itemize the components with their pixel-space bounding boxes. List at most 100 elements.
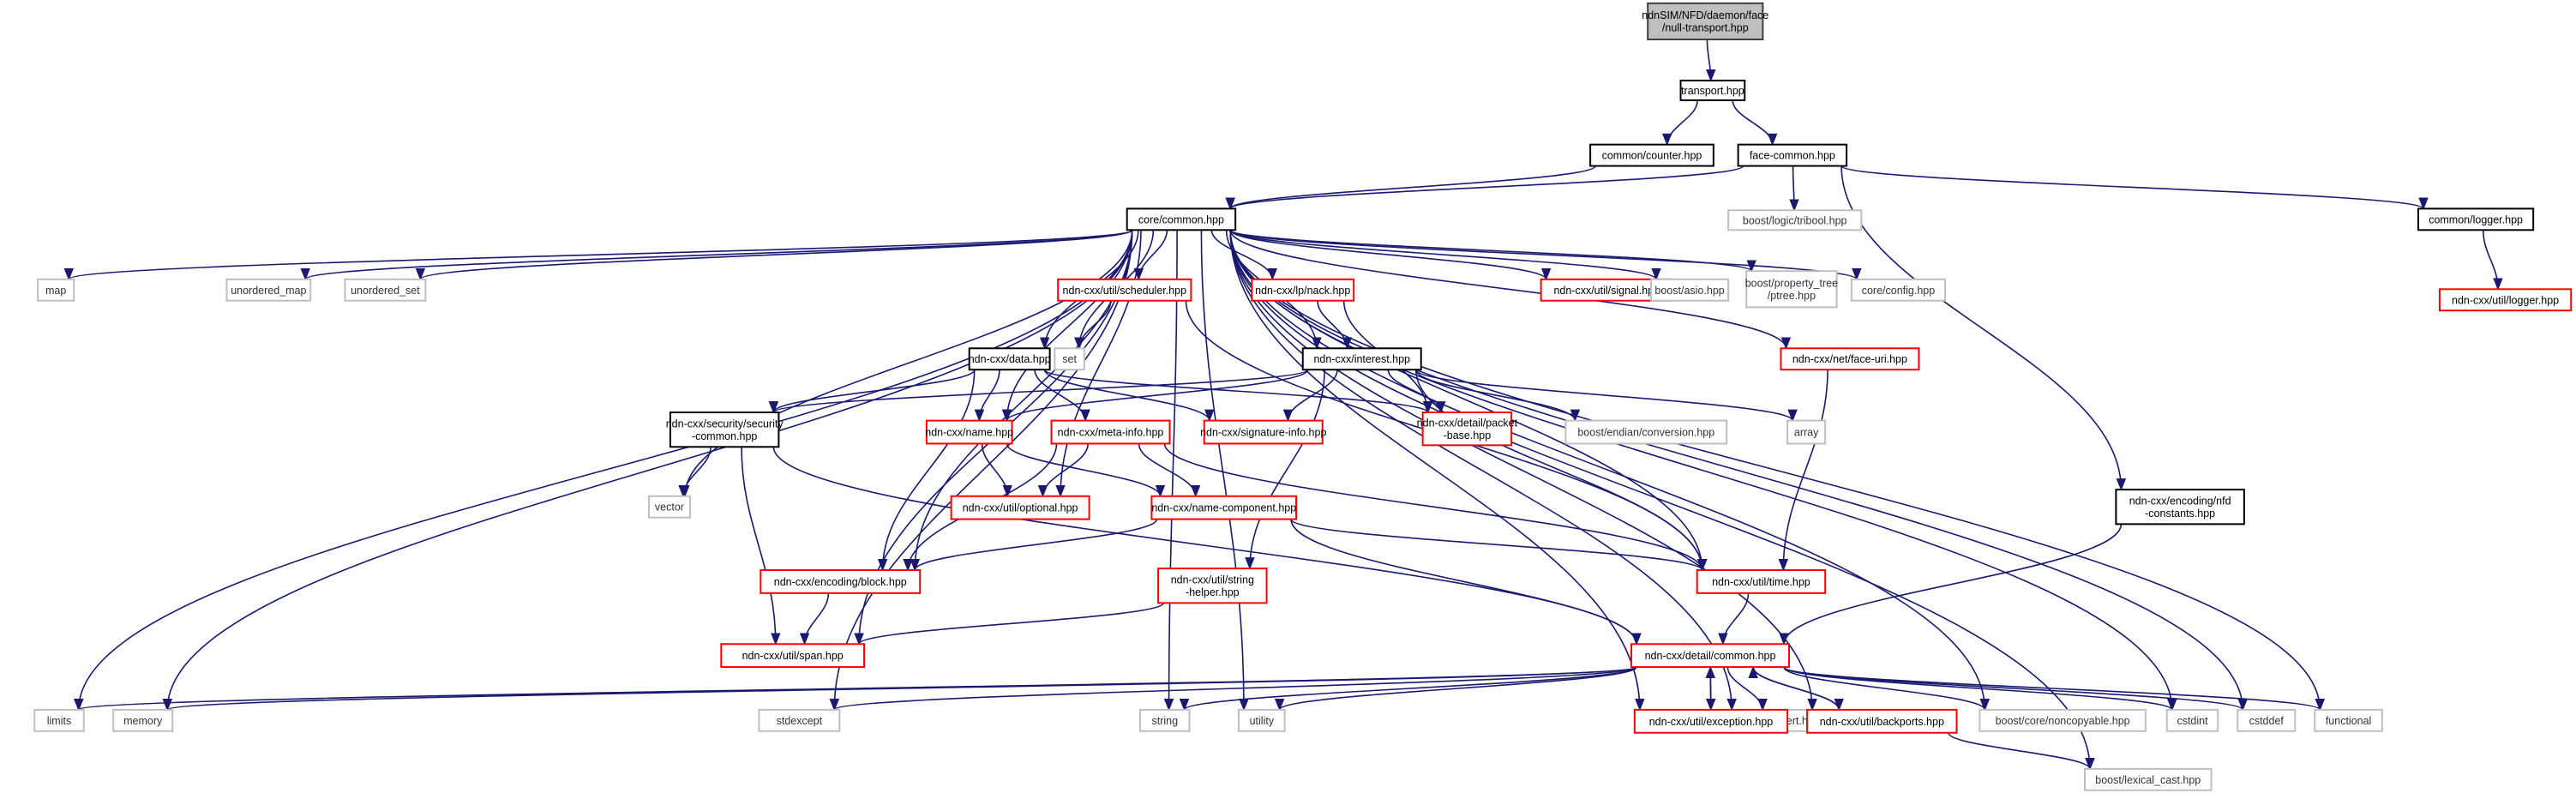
node-box: [33, 708, 85, 732]
node-box: [1139, 708, 1191, 732]
edge-transport-to-counter: [1661, 99, 1698, 147]
node-box: [2237, 708, 2297, 732]
node-array: array: [1786, 419, 1827, 445]
edge-detailcommon-to-utility: [1275, 666, 1637, 712]
node-box: [1564, 419, 1728, 445]
node-box: [1054, 347, 1085, 371]
edge-namecomp-to-block: [910, 519, 1158, 572]
edge-namecomp-to-detailcommon: [1290, 519, 1642, 646]
edge-transport-to-facecommon: [1732, 99, 1778, 147]
node-label: ndn-cxx/lp/nack.hpp: [1255, 285, 1350, 297]
edge-interest-to-endian: [1414, 369, 1581, 423]
edge-metainfo-to-namecomp: [1138, 443, 1201, 498]
node-span[interactable]: ndn-cxx/util/span.hpp: [720, 643, 866, 669]
node-nfdconst[interactable]: ndn-cxx/encoding/nfd-constants.hpp: [2115, 489, 2245, 526]
node-box: [758, 708, 841, 732]
node-box: [2314, 708, 2383, 732]
node-box: [1203, 419, 1324, 445]
node-counter[interactable]: common/counter.hpp: [1589, 143, 1714, 167]
node-siginfo[interactable]: ndn-cxx/signature-info.hpp: [1200, 419, 1326, 445]
node-label: ndn-cxx/security/security: [666, 418, 784, 430]
edge-seccommon-to-span: [741, 447, 781, 646]
node-box: [1633, 708, 1789, 734]
node-label: boost/property_tree: [1745, 278, 1838, 290]
node-label: ndn-cxx/util/exception.hpp: [1649, 716, 1774, 728]
node-backports[interactable]: ndn-cxx/util/backports.hpp: [1806, 708, 1958, 734]
node-scheduler[interactable]: ndn-cxx/util/scheduler.hpp: [1057, 278, 1192, 302]
node-label: vector: [655, 502, 684, 514]
edge-data-to-packetbase: [1043, 369, 1433, 414]
node-seccommon[interactable]: ndn-cxx/security/security-common.hpp: [666, 412, 784, 448]
node-label: /null-transport.hpp: [1662, 22, 1749, 34]
node-box: [1850, 278, 1947, 302]
edge-corecommon-to-exception: [1229, 230, 1645, 712]
edge-detailcommon-to-cstddef: [1783, 666, 2248, 712]
node-label: ndn-cxx/data.hpp: [969, 353, 1051, 365]
node-label: ndn-cxx/interest.hpp: [1313, 353, 1410, 365]
node-facecommon[interactable]: face-common.hpp: [1737, 143, 1848, 167]
node-cstddef: cstddef: [2237, 708, 2297, 732]
node-namecomp[interactable]: ndn-cxx/name-component.hpp: [1150, 495, 1298, 520]
node-data[interactable]: ndn-cxx/data.hpp: [968, 347, 1051, 371]
edge-data-to-name: [974, 369, 1000, 423]
node-box: [1979, 708, 2147, 732]
node-box: [37, 278, 75, 302]
node-label: unordered_map: [231, 285, 306, 297]
node-metainfo[interactable]: ndn-cxx/meta-info.hpp: [1050, 419, 1171, 445]
node-stringhelper[interactable]: ndn-cxx/util/string-helper.hpp: [1157, 568, 1268, 604]
node-label: stdexcept: [777, 715, 823, 727]
edge-corecommon-to-assert: [1229, 230, 1737, 712]
node-string: string: [1139, 708, 1191, 732]
edge-corecommon-to-backports: [1229, 230, 1817, 712]
node-label: memory: [123, 715, 163, 727]
node-optional[interactable]: ndn-cxx/util/optional.hpp: [950, 495, 1090, 520]
node-box: [925, 419, 1013, 445]
node-box: [1647, 2, 1764, 40]
node-label: array: [1794, 427, 1819, 439]
node-nack[interactable]: ndn-cxx/lp/nack.hpp: [1251, 278, 1355, 302]
node-time[interactable]: ndn-cxx/util/time.hpp: [1696, 569, 1827, 594]
edge-scheduler-to-set: [1074, 300, 1112, 350]
node-box: [1650, 278, 1730, 302]
node-label: ndn-cxx/encoding/nfd: [2129, 495, 2231, 507]
node-label: ndn-cxx/meta-info.hpp: [1058, 427, 1164, 439]
node-ptree: boost/property_tree/ptree.hpp: [1745, 270, 1838, 309]
node-name[interactable]: ndn-cxx/name.hpp: [925, 419, 1013, 445]
node-lexicalcast: boost/lexical_cast.hpp: [2083, 767, 2213, 791]
node-label: cstddef: [2249, 715, 2285, 727]
node-interest[interactable]: ndn-cxx/interest.hpp: [1301, 347, 1422, 371]
node-box: [2417, 207, 2535, 231]
node-corecommon[interactable]: core/common.hpp: [1126, 207, 1237, 231]
node-ndnlogger[interactable]: ndn-cxx/util/logger.hpp: [2438, 288, 2573, 312]
node-label: /ptree.hpp: [1768, 290, 1816, 302]
node-memory: memory: [112, 708, 174, 732]
node-label: functional: [2326, 715, 2372, 727]
edge-corecommon-to-scheduler: [1133, 230, 1168, 281]
node-label: ndn-cxx/signature-info.hpp: [1200, 427, 1326, 439]
edge-corecommon-to-cstdint: [1229, 230, 2177, 712]
node-detailcommon[interactable]: ndn-cxx/detail/common.hpp: [1630, 643, 1791, 669]
edge-detailcommon-to-assert: [1726, 666, 1768, 712]
edge-corecommon-to-cstddef: [1229, 230, 2248, 712]
node-label: -base.hpp: [1444, 430, 1492, 442]
edge-name-to-namecomp: [1006, 443, 1166, 498]
node-faceuri[interactable]: ndn-cxx/net/face-uri.hpp: [1780, 347, 1920, 371]
node-cstdint: cstdint: [2165, 708, 2219, 732]
node-transport[interactable]: transport.hpp: [1679, 79, 1746, 101]
node-packetbase[interactable]: ndn-cxx/detail/packet-base.hpp: [1417, 412, 1518, 447]
node-logger[interactable]: common/logger.hpp: [2417, 207, 2535, 231]
node-box: [1251, 278, 1355, 302]
node-label: ndn-cxx/name-component.hpp: [1151, 502, 1296, 514]
node-box: [1150, 495, 1298, 520]
node-exception[interactable]: ndn-cxx/util/exception.hpp: [1633, 708, 1789, 734]
node-block[interactable]: ndn-cxx/encoding/block.hpp: [760, 569, 922, 594]
node-label: ndn-cxx/util/logger.hpp: [2452, 294, 2559, 306]
node-box: [720, 643, 866, 669]
edge-detailcommon-to-noncopyable: [1783, 666, 1990, 712]
node-box: [968, 347, 1051, 371]
node-root[interactable]: ndnSIM/NFD/daemon/face/null-transport.hp…: [1642, 2, 1768, 40]
edge-corecommon-to-nack: [1210, 230, 1278, 281]
node-label: cstdint: [2177, 715, 2208, 727]
node-label: ndn-cxx/util/time.hpp: [1712, 576, 1810, 588]
edge-stringhelper-to-span: [854, 602, 1164, 646]
